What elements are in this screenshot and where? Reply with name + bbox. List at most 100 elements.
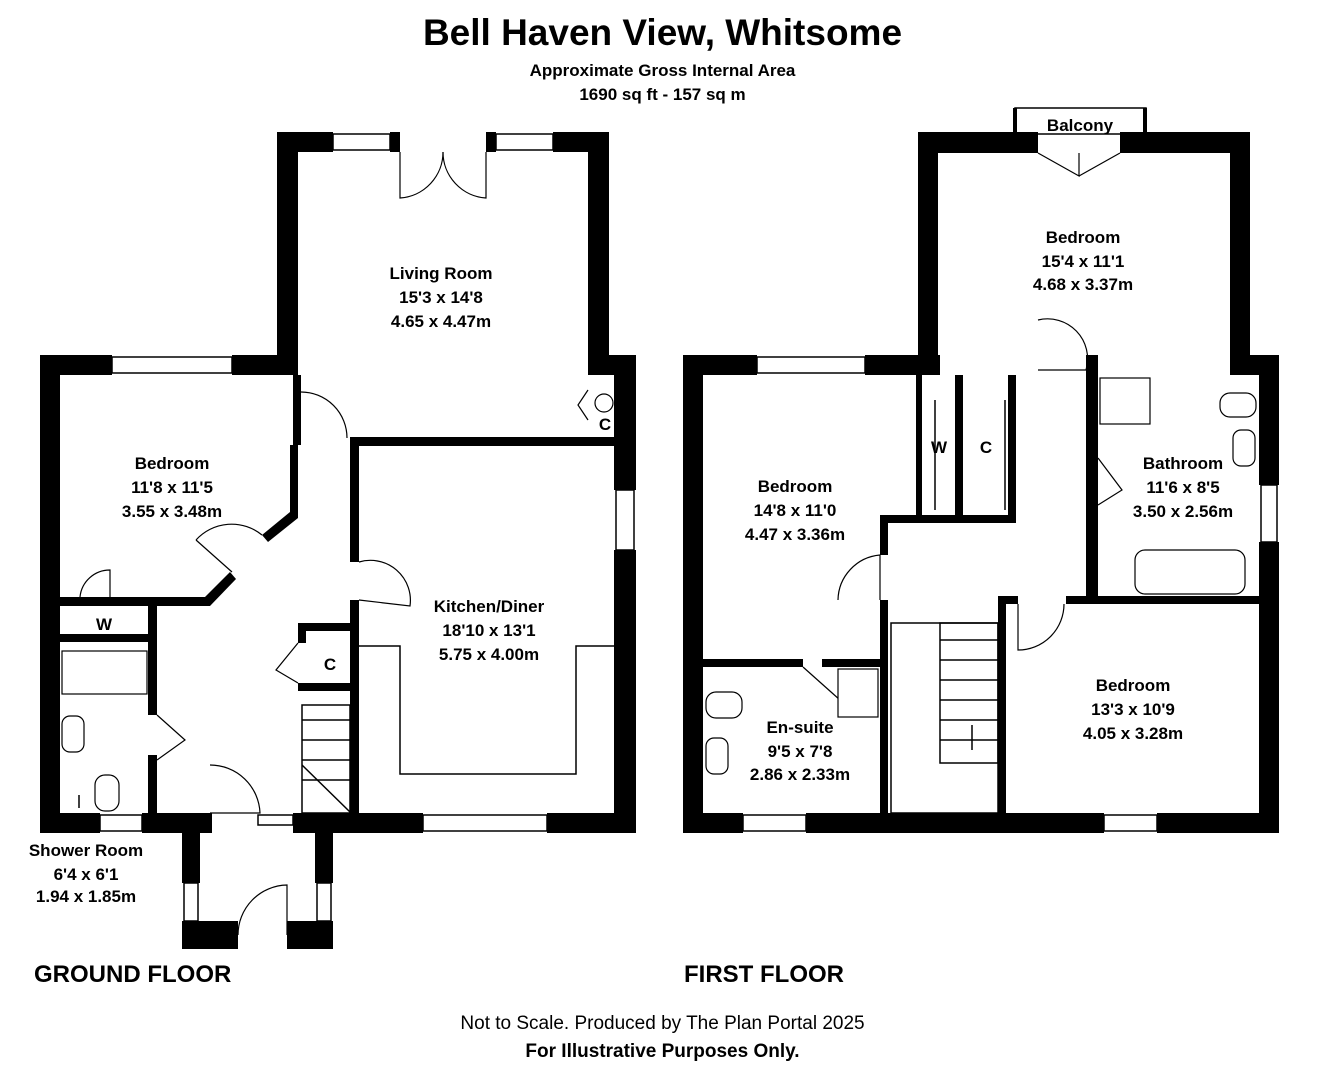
kitchen-imperial: 18'10 x 13'1 [442, 621, 535, 640]
bath [1134, 549, 1246, 595]
toilet [705, 691, 743, 719]
wall [683, 813, 743, 833]
wall [390, 132, 400, 152]
basin [61, 715, 85, 753]
wall [918, 132, 1038, 153]
first-bedroom-3-imperial: 13'3 x 10'9 [1091, 700, 1175, 719]
footer-disclaimer: For Illustrative Purposes Only. [525, 1041, 800, 1062]
wall [880, 515, 1016, 523]
door [79, 569, 111, 598]
footer-credit: Not to Scale. Produced by The Plan Porta… [460, 1013, 865, 1034]
wall [1120, 132, 1250, 153]
ground-bedroom-imperial: 11'8 x 11'5 [131, 478, 213, 497]
balcony-label: Balcony [1047, 116, 1114, 135]
kitchen-worktop [359, 645, 614, 775]
wall [350, 600, 359, 833]
door [1017, 603, 1065, 651]
living-room-name: Living Room [390, 264, 493, 283]
wall [148, 755, 157, 833]
cupboard-label: C [980, 438, 992, 457]
wall [865, 355, 940, 375]
wall [350, 437, 359, 562]
wall [1086, 495, 1098, 600]
wall [955, 375, 963, 520]
stairs [890, 622, 999, 814]
bathroom-metric: 3.50 x 2.56m [1133, 502, 1233, 521]
ensuite-metric: 2.86 x 2.33m [750, 765, 850, 784]
first-bedroom-3-name: Bedroom [1096, 676, 1171, 695]
window [615, 489, 635, 551]
wall [1013, 108, 1017, 134]
kitchen-metric: 5.75 x 4.00m [439, 645, 539, 664]
wall [40, 355, 60, 833]
wall [588, 132, 609, 358]
shower-room-name: Shower Room [29, 841, 143, 860]
wall [60, 634, 155, 642]
shower-tray [1099, 377, 1151, 425]
door [195, 523, 263, 573]
wall [1230, 132, 1250, 364]
wall [350, 437, 620, 446]
window [316, 882, 332, 922]
stairs [301, 704, 351, 814]
living-room-imperial: 15'3 x 14'8 [399, 288, 483, 307]
window [422, 814, 548, 832]
wardrobe-label: W [931, 438, 948, 457]
door [209, 764, 261, 814]
wall [298, 623, 306, 643]
wall [998, 596, 1006, 818]
wall [277, 132, 333, 152]
window [756, 356, 866, 374]
first-bedroom-1-name: Bedroom [1046, 228, 1121, 247]
shower-tray [837, 668, 879, 718]
wall [293, 813, 423, 833]
wall [1259, 542, 1279, 833]
wall [1143, 108, 1147, 134]
french-door [399, 151, 444, 199]
wall [1066, 596, 1259, 604]
french-door [1078, 152, 1121, 177]
french-door [1037, 152, 1080, 178]
door [837, 554, 881, 601]
wall [822, 659, 888, 667]
wall [232, 355, 298, 375]
first-bedroom-3-metric: 4.05 x 3.28m [1083, 724, 1183, 743]
wall [1086, 355, 1098, 495]
first-bedroom-2-name: Bedroom [758, 477, 833, 496]
wall [182, 813, 200, 883]
window [111, 356, 233, 374]
ground-floor-label: GROUND FLOOR [34, 961, 232, 988]
first-bedroom-1-imperial: 15'4 x 11'1 [1042, 252, 1125, 271]
window [495, 133, 554, 151]
door [358, 559, 411, 607]
plan-subtitle: Approximate Gross Internal Area [529, 61, 796, 80]
first-bedroom-1-metric: 4.68 x 3.37m [1033, 275, 1133, 294]
bathroom-name: Bathroom [1143, 454, 1223, 473]
cupboard-label: C [599, 415, 611, 434]
wall [1259, 355, 1279, 485]
window [332, 133, 391, 151]
ensuite-name: En-suite [766, 718, 833, 737]
living-room-metric: 4.65 x 4.47m [391, 312, 491, 331]
wall [1008, 375, 1016, 520]
plan-area: 1690 sq ft - 157 sq m [579, 85, 746, 104]
wall [262, 445, 298, 542]
wall [148, 597, 157, 715]
door [577, 389, 589, 421]
toilet [1219, 392, 1257, 418]
wall [298, 623, 353, 631]
door [156, 714, 186, 761]
wall [315, 813, 333, 883]
wall [683, 355, 703, 833]
wall [703, 659, 803, 667]
cupboard-label: C [324, 655, 336, 674]
first-bedroom-2-imperial: 14'8 x 11'0 [754, 501, 837, 520]
bathroom-imperial: 11'6 x 8'5 [1146, 478, 1219, 497]
window [183, 882, 199, 922]
door [237, 884, 288, 936]
window [1260, 484, 1278, 543]
wall [293, 375, 301, 445]
window [99, 814, 143, 832]
window [1103, 814, 1158, 832]
